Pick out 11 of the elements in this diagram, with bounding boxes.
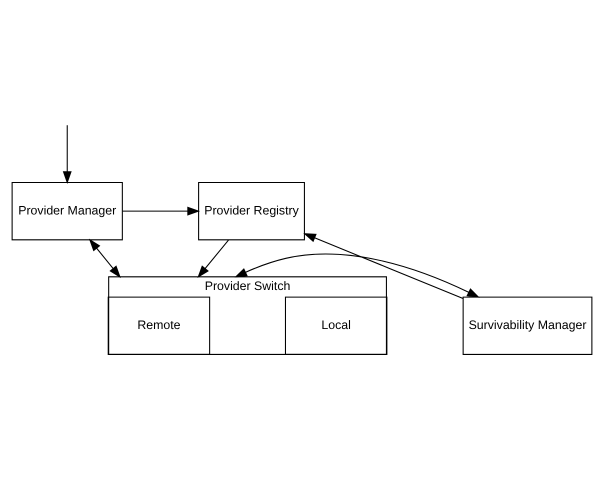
arrow bbox=[303, 233, 464, 300]
node-box: Provider Registry bbox=[198, 182, 305, 240]
arrow bbox=[197, 240, 230, 278]
arrow bbox=[62, 125, 72, 184]
node-box: Survivability Manager bbox=[462, 296, 592, 355]
node-box: Local bbox=[284, 296, 388, 355]
node-box: Remote bbox=[108, 296, 210, 355]
arrow bbox=[234, 254, 480, 298]
arrow bbox=[122, 206, 200, 216]
arrow bbox=[88, 238, 121, 278]
node-box: Provider Manager bbox=[12, 182, 123, 240]
